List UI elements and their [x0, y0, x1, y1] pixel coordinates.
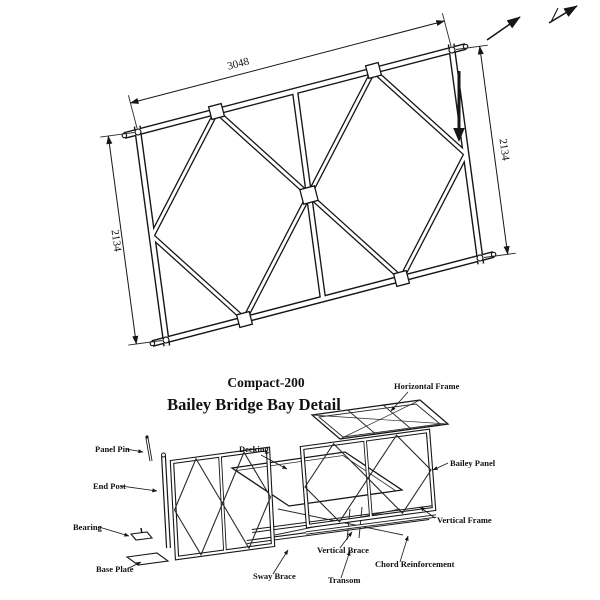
bailey-panel-right: [299, 428, 437, 529]
leader-vertical-frame: [419, 506, 436, 519]
leader-horizontal-frame: [390, 391, 409, 412]
left-bay-diagonals: [148, 107, 313, 324]
leader-end-post: [120, 485, 158, 493]
leader-base-plate: [128, 561, 142, 569]
leader-panel-pin: [125, 448, 144, 454]
direction-arrows: [453, 5, 578, 142]
leader-chord-reinforcement: [399, 535, 409, 563]
bay-exploded-diagram: Panel Pin End Post Bearing Base Plate De…: [73, 381, 496, 585]
leader-vertical-brace: [339, 531, 353, 549]
right-bay-diagonals: [305, 66, 470, 283]
label-bailey-panel: Bailey Panel: [450, 458, 496, 468]
label-bearing: Bearing: [73, 522, 103, 532]
horizontal-frame-unit: [310, 399, 450, 440]
down-arrow-icon: [453, 128, 465, 142]
leader-transom: [340, 550, 351, 579]
bailey-panel-isometric-drawing: 3048 2134 2134: [100, 5, 578, 347]
dim-line-length: [129, 20, 445, 104]
drawing-subtitle: Bailey Bridge Bay Detail: [167, 395, 341, 414]
leader-bearing: [98, 526, 130, 537]
dim-height-right-value: 2134: [496, 138, 511, 162]
label-panel-pin: Panel Pin: [95, 444, 130, 454]
panel-pin-part: [145, 435, 153, 462]
dim-line-height-right: [477, 45, 510, 255]
dim-height-left-value: 2134: [108, 229, 123, 253]
product-model-title: Compact-200: [227, 375, 304, 390]
dim-line-height-left: [106, 135, 139, 345]
label-horizontal-frame: Horizontal Frame: [394, 381, 460, 391]
dimension-extension-lines: [100, 13, 516, 346]
leader-lines: [98, 391, 449, 579]
chord-reinforcement-beam: [305, 514, 437, 535]
vertical-brace-members: [346, 506, 363, 541]
label-vertical-frame: Vertical Frame: [437, 515, 492, 525]
leader-decking: [260, 454, 288, 470]
dim-length-value: 3048: [226, 55, 251, 72]
label-decking: Decking: [239, 444, 270, 454]
label-chord-reinforcement: Chord Reinforcement: [375, 559, 455, 569]
corner-arrow-ne-icon: [548, 5, 578, 24]
bearing-part: [129, 527, 154, 541]
end-post-member: [161, 452, 171, 549]
corner-arrow-tick: [550, 7, 559, 23]
label-transom: Transom: [328, 575, 360, 585]
dimension-lines: [106, 20, 510, 345]
label-end-post: End Post: [93, 481, 126, 491]
leader-bailey-panel: [432, 462, 449, 471]
label-vertical-brace: Vertical Brace: [317, 545, 369, 555]
assembly-arrow-ne-icon: [486, 16, 521, 41]
leader-sway-brace: [272, 549, 289, 575]
decking-unit: [230, 451, 404, 507]
bailey-panel-left: [169, 446, 276, 561]
label-sway-brace: Sway Brace: [253, 571, 296, 581]
label-base-plate: Base Plate: [96, 564, 134, 574]
